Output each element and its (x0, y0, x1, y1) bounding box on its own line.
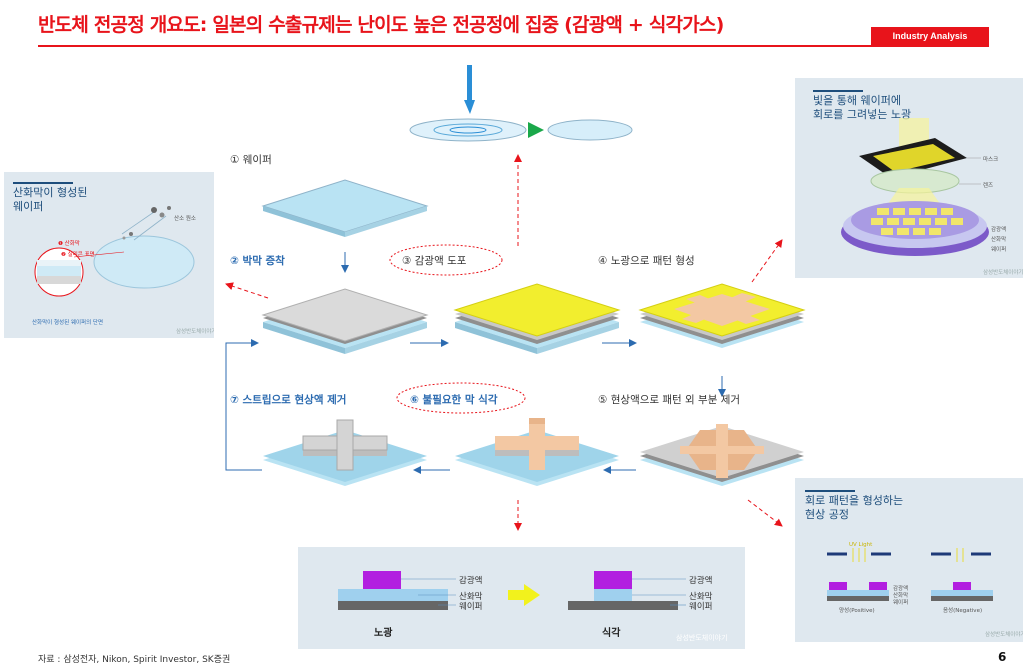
etch-resist-label-2: 감광액 (689, 576, 713, 586)
develop-panel-title-1: 회로 패턴을 형성하는 (805, 494, 904, 507)
oxide-panel-title-2: 웨이퍼 (13, 200, 44, 213)
page-title: 반도체 전공정 개요도: 일본의 수출규제는 난이도 높은 전공정에 집중 (감… (38, 14, 724, 36)
develop-resist-label: 감광액 (893, 586, 909, 592)
litho-mask-label: 마스크 (983, 157, 999, 163)
oxide-wafer-illustration (34, 206, 195, 297)
etch-caption-etching: 식각 (602, 628, 621, 639)
oxide-caption: 산화막이 형성된 웨이퍼의 단면 (32, 320, 104, 326)
page-number: 6 (998, 650, 1007, 664)
oxide-wafer-panel: 산화막이 형성된 웨이퍼 ❶ 산화막 ❷ 실리콘 표면 산소 원소 산화막이 형… (4, 172, 214, 338)
uv-light-label: UV Light (849, 542, 873, 548)
oxide-watermark: 삼성반도체이야기 (176, 329, 214, 335)
etch-caption-exposure: 노광 (374, 628, 393, 639)
lithography-panel: 빛을 통해 웨이퍼에 회로를 그려넣는 노광 마스크 렌즈 감광액 산화막 웨이… (795, 78, 1023, 278)
oxide-panel-title-1: 산화막이 형성된 (13, 186, 88, 199)
etch-resist-label: 감광액 (459, 576, 483, 586)
etch-comparison-illustration (338, 571, 686, 610)
step-7-label: ⑦ 스트립으로 현상액 제거 (230, 394, 347, 406)
step-4-label: ④ 노광으로 패턴 형성 (598, 255, 695, 267)
step-1-label: ① 웨이퍼 (230, 154, 272, 166)
header-rule (38, 45, 989, 47)
develop-panel-title-2: 현상 공정 (805, 508, 849, 521)
step-2-label: ② 박막 증착 (230, 255, 285, 267)
step-5-label: ⑤ 현상액으로 패턴 외 부분 제거 (598, 394, 741, 406)
develop-oxide-label: 산화막 (893, 593, 909, 599)
litho-oxide-label: 산화막 (991, 237, 1007, 243)
negative-label: 음성(Negative) (943, 608, 983, 614)
etch-comparison-panel: 감광액 산화막 웨이퍼 감광액 산화막 웨이퍼 노광 식각 삼성반도체이야기 (298, 547, 745, 649)
development-illustration (827, 548, 993, 601)
step-6-label: ⑥ 불필요한 막 식각 (410, 394, 498, 406)
etch-wafer-label-2: 웨이퍼 (689, 602, 713, 612)
develop-wafer-label: 웨이퍼 (893, 600, 909, 606)
develop-watermark: 삼성반도체이야기 (985, 632, 1023, 638)
oxide-label: ❶ 산화막 (58, 241, 80, 247)
litho-lens-label: 렌즈 (983, 183, 994, 189)
etch-oxide-label-2: 산화막 (689, 592, 713, 602)
gas-label: 산소 원소 (174, 216, 196, 222)
development-panel: 회로 패턴을 형성하는 현상 공정 UV Light 감광액 산화막 웨이퍼 양… (795, 478, 1023, 642)
lithography-illustration (841, 118, 989, 256)
etch-watermark: 삼성반도체이야기 (676, 634, 728, 642)
etch-oxide-label: 산화막 (459, 592, 483, 602)
litho-watermark: 삼성반도체이야기 (983, 270, 1023, 276)
source-note: 자료 : 삼성전자, Nikon, Spirit Investor, SK증권 (38, 655, 231, 665)
litho-panel-title-1: 빛을 통해 웨이퍼에 (813, 94, 901, 107)
litho-panel-title-2: 회로를 그려넣는 노광 (813, 108, 912, 121)
litho-wafer-label: 웨이퍼 (991, 247, 1007, 253)
etch-wafer-label: 웨이퍼 (459, 602, 483, 612)
litho-resist-label: 감광액 (991, 227, 1007, 233)
surface-label: ❷ 실리콘 표면 (61, 252, 95, 258)
industry-analysis-badge: Industry Analysis (871, 27, 989, 45)
step-3-label: ③ 감광액 도포 (402, 255, 467, 267)
positive-label: 양성(Positive) (839, 608, 875, 614)
